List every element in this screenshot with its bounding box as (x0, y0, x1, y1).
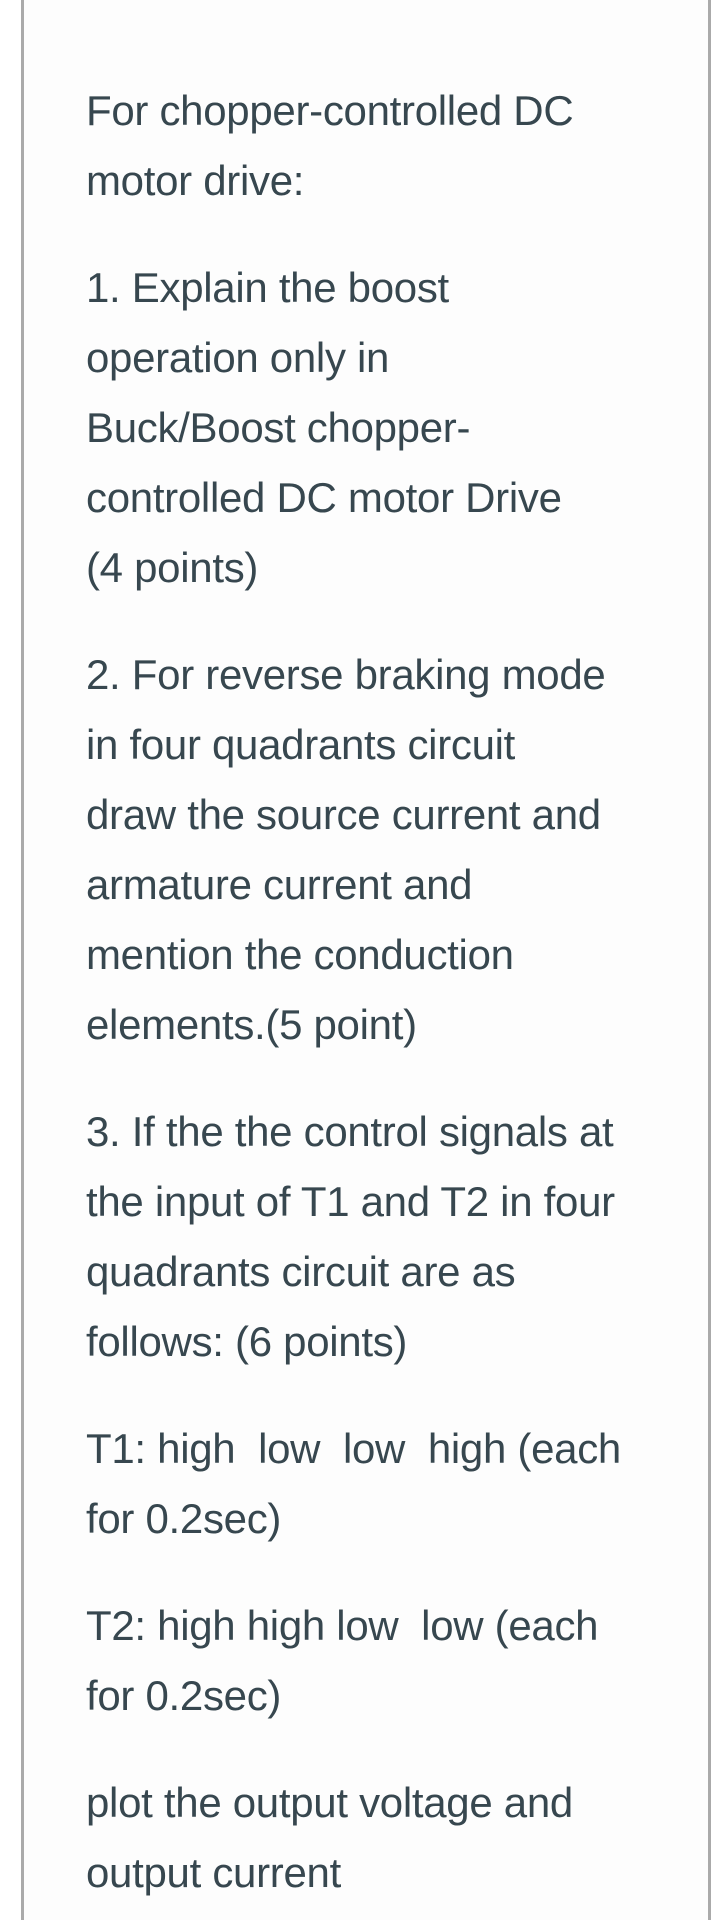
question-item-1: 1. Explain the boost operation only in B… (86, 264, 562, 591)
question-plot-instruction: plot the output voltage and output curre… (86, 1779, 573, 1896)
question-content: For chopper-controlled DC motor drive: 1… (86, 76, 716, 1908)
question-item-3: 3. If the the control signals at the inp… (86, 1108, 615, 1365)
question-item-2: 2. For reverse braking mode in four quad… (86, 651, 606, 1048)
signal-line-t2: T2: high high low low (each for 0.2sec) (86, 1602, 599, 1719)
signal-line-t1: T1: high low low high (each for 0.2sec) (86, 1425, 621, 1542)
question-card: For chopper-controlled DC motor drive: 1… (21, 0, 711, 1920)
question-intro: For chopper-controlled DC motor drive: (86, 87, 574, 204)
